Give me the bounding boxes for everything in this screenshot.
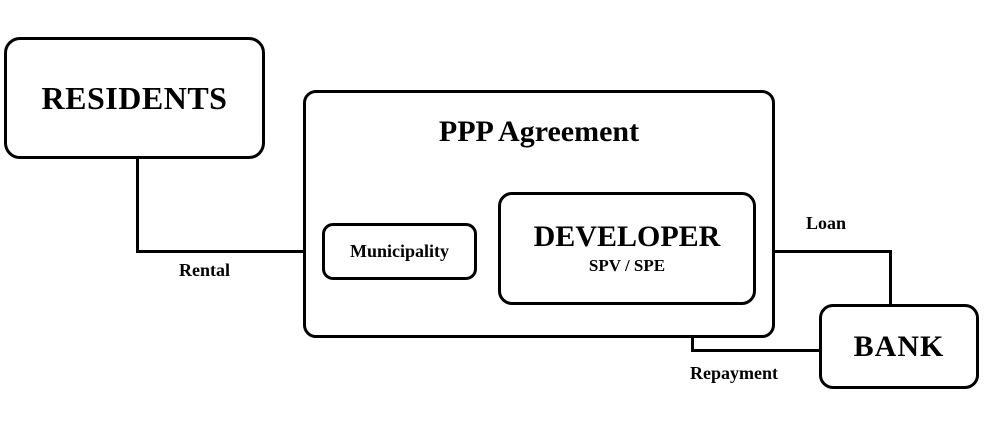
repayment-line-horizontal xyxy=(691,349,821,352)
bank-label: BANK xyxy=(853,329,945,363)
loan-line-vertical xyxy=(889,250,892,306)
repayment-edge-label: Repayment xyxy=(690,363,778,383)
municipality-label: Municipality xyxy=(349,241,449,261)
ppp-agreement-title: PPP Agreement xyxy=(438,115,640,148)
residents-box: RESIDENTS xyxy=(4,37,265,159)
residents-label: RESIDENTS xyxy=(41,79,228,116)
bank-box: BANK xyxy=(819,304,979,389)
rental-line-horizontal xyxy=(136,250,325,253)
loan-line-horizontal xyxy=(755,250,892,253)
rental-line-vertical xyxy=(136,159,139,253)
municipality-box: Municipality xyxy=(322,223,477,280)
loan-edge-label: Loan xyxy=(806,213,847,233)
developer-sublabel: SPV / SPE xyxy=(588,255,666,275)
developer-label: DEVELOPER xyxy=(533,219,721,253)
developer-box: DEVELOPER SPV / SPE xyxy=(498,192,756,305)
rental-edge-label: Rental xyxy=(179,260,230,280)
